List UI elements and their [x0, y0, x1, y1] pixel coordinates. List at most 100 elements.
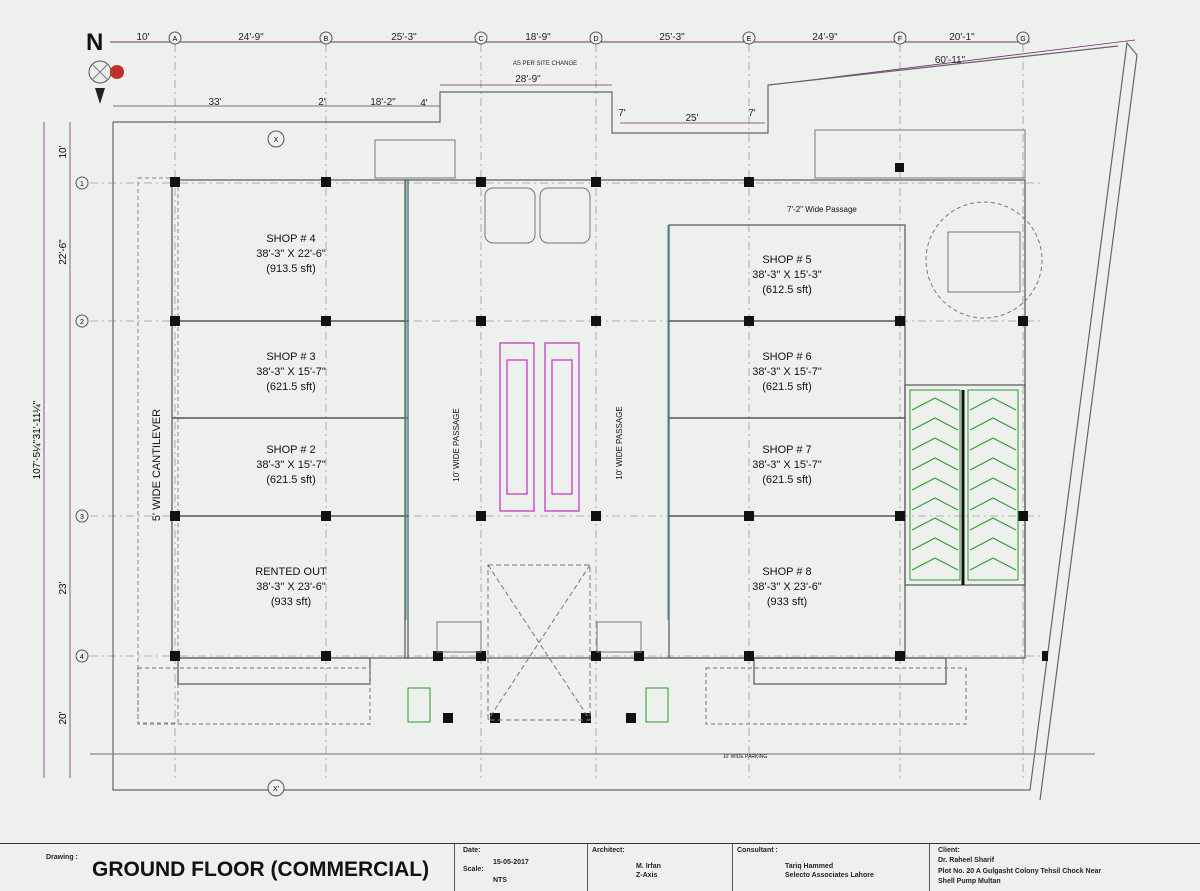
date-label: Date:	[463, 847, 481, 854]
parking-ramp	[909, 389, 1019, 581]
top-dim-6: 24'-9"	[812, 32, 838, 43]
drawing-title: GROUND FLOOR (COMMERCIAL)	[92, 858, 430, 881]
dim-7a: 7'	[618, 108, 626, 119]
shop-3-size: 38'-3" X 15'-7"	[256, 366, 326, 378]
left-dim-23: 23'	[58, 581, 69, 594]
shop-7-area: (621.5 sft)	[762, 474, 812, 486]
dim-33: 33'	[208, 97, 221, 108]
passage-right-label: 10' WIDE PASSAGE	[615, 406, 624, 479]
shop-7-size: 38'-3" X 15'-7"	[752, 459, 822, 471]
grid-letter-f: F	[898, 36, 902, 43]
drawing-label: Drawing :	[46, 854, 78, 861]
rented-out-size: 38'-3" X 23'-6"	[256, 581, 326, 593]
dim-28-9: 28'-9"	[515, 74, 541, 85]
client-address-line-2: Shell Pump Multan	[938, 878, 1001, 885]
shop-5-area: (612.5 sft)	[762, 284, 812, 296]
shop-3-name: SHOP # 3	[266, 351, 315, 363]
top-dim-5: 25'-3"	[659, 32, 685, 43]
left-dimensions: 10' 22'-6" 31'-11¼" 23' 20' 107'-5¼"	[31, 122, 71, 778]
grid-number-3: 3	[80, 514, 84, 521]
shop-labels: SHOP # 4 38'-3" X 22'-6" (913.5 sft) SHO…	[255, 233, 822, 608]
grid-letter-e: E	[747, 36, 752, 43]
top-dim-3: 25'-3"	[391, 32, 417, 43]
grid-number-1: 1	[80, 181, 84, 188]
core-rooms	[374, 129, 1043, 319]
parking-label: 10' WIDE PARKING	[723, 754, 768, 760]
rented-out-area: (933 sft)	[271, 596, 311, 608]
grid-x-bottom: X'	[273, 786, 279, 793]
plot-boundary	[112, 41, 1138, 801]
grid-letter-a: A	[173, 36, 178, 43]
main-entrance	[407, 564, 669, 723]
top-dim-4: 18'-9"	[525, 32, 551, 43]
shop-2-size: 38'-3" X 15'-7"	[256, 459, 326, 471]
dim-2: 2'	[318, 97, 326, 108]
grid-number-2: 2	[80, 319, 84, 326]
left-dim-31-11: 31'-11¼"	[31, 400, 43, 439]
title-block: Drawing : GROUND FLOOR (COMMERCIAL) Date…	[0, 843, 1200, 891]
wide-passage-label: 7'-2" Wide Passage	[787, 205, 857, 214]
grid-number-4: 4	[80, 654, 84, 661]
left-total-dim: 107'-5¼"	[31, 440, 43, 480]
as-per-site-note: AS PER SITE CHANGE	[513, 61, 577, 67]
client-cell: Client: Dr. Raheel Sharif Plot No. 20 A …	[930, 844, 1200, 891]
rented-out-name: RENTED OUT	[255, 566, 327, 578]
shop-4-area: (913.5 sft)	[266, 263, 316, 275]
grid-letter-c: C	[478, 36, 483, 43]
shop-8-name: SHOP # 8	[762, 566, 811, 578]
left-dim-10: 10'	[58, 145, 69, 158]
grid-letter-d: D	[593, 36, 598, 43]
dim-25: 25'	[685, 113, 698, 124]
cantilever-outline	[137, 177, 179, 724]
dim-4: 4'	[420, 98, 428, 109]
shop-6-size: 38'-3" X 15'-7"	[752, 366, 822, 378]
grid-lines	[90, 44, 1040, 780]
date-value: 15-05-2017	[493, 859, 529, 866]
shop-5-size: 38'-3" X 15'-3"	[752, 269, 822, 281]
shop-8-size: 38'-3" X 23'-6"	[752, 581, 822, 593]
dim-7b: 7'	[748, 108, 756, 119]
grid-letter-g: G	[1020, 36, 1025, 43]
client-label: Client:	[938, 847, 960, 854]
scale-label: Scale:	[463, 866, 484, 873]
consultant-name: Tariq Hammed	[785, 863, 834, 870]
client-address-line-1: Plot No. 20 A Gulgasht Colony Tehsil Cho…	[938, 868, 1102, 875]
columns	[170, 163, 1048, 723]
passage-left-label: 10' WIDE PASSAGE	[452, 408, 461, 481]
shop-5-name: SHOP # 5	[762, 254, 811, 266]
left-dim-20: 20'	[58, 711, 69, 724]
top-dim-1: 10'	[136, 32, 149, 43]
passage-edges	[405, 180, 669, 620]
grid-letters: A B C D E F G	[168, 31, 1030, 45]
top-dimensions: 10' 24'-9" 25'-3" 18'-9" 25'-3" 24'-9" 2…	[136, 32, 975, 43]
cantilever-label: 5' WIDE CANTILEVER	[151, 409, 163, 521]
shop-6-name: SHOP # 6	[762, 351, 811, 363]
shop-7-name: SHOP # 7	[762, 444, 811, 456]
shop-4-size: 38'-3" X 22'-6"	[256, 248, 326, 260]
grid-numbers: 1 2 3 4 X X'	[75, 130, 285, 797]
grid-letter-b: B	[324, 36, 329, 43]
architect-name: M. Irfan	[636, 863, 661, 870]
client-name: Dr. Raheel Sharif	[938, 857, 995, 864]
shop-4-name: SHOP # 4	[266, 233, 315, 245]
top-dim-7: 20'-1"	[949, 32, 975, 43]
consultant-label: Consultant :	[737, 847, 778, 854]
architect-label: Architect:	[592, 847, 625, 854]
shop-2-area: (621.5 sft)	[266, 474, 316, 486]
building-walls	[90, 179, 1095, 755]
north-arrow: N	[86, 29, 124, 104]
consultant-firm: Selecto Associates Lahore	[785, 872, 874, 879]
scale-value: NTS	[493, 877, 507, 884]
date-scale-cell: Date: 15-05-2017 Scale: NTS	[455, 844, 588, 891]
shop-8-area: (933 sft)	[767, 596, 807, 608]
dim-18-2: 18'-2"	[370, 97, 396, 108]
architect-firm: Z-Axis	[636, 872, 658, 879]
shop-6-area: (621.5 sft)	[762, 381, 812, 393]
grid-x-top: X	[274, 137, 279, 144]
shop-2-name: SHOP # 2	[266, 444, 315, 456]
escalators	[499, 342, 580, 512]
shop-3-area: (621.5 sft)	[266, 381, 316, 393]
architect-cell: Architect: M. Irfan Z-Axis	[588, 844, 733, 891]
drawing-cell: Drawing : GROUND FLOOR (COMMERCIAL)	[0, 844, 455, 891]
